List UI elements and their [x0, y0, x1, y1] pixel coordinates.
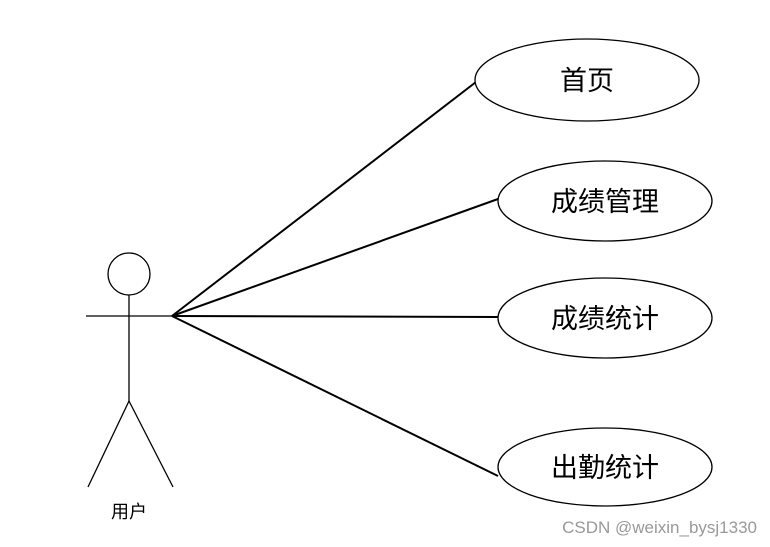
actor-label: 用户	[111, 502, 147, 523]
association-line-attendance-statistics	[171, 315, 499, 477]
use-case-ellipse	[497, 427, 713, 507]
use-case-ellipse	[497, 160, 713, 242]
use-case-score-management: 成绩管理	[497, 160, 713, 242]
actor-right-leg	[128, 400, 174, 488]
association-line-score-statistics	[171, 315, 499, 318]
association-line-score-management	[171, 198, 499, 317]
association-line-home	[171, 81, 477, 317]
use-case-label-attendance-statistics: 出勤统计	[551, 453, 659, 484]
actor-left-leg	[87, 400, 130, 488]
watermark-text: CSDN @weixin_bysj1330	[562, 518, 757, 537]
associations	[171, 81, 499, 477]
use-case-label-home: 首页	[560, 66, 614, 97]
actor-user: 用户	[86, 252, 174, 523]
use-case-label-score-management: 成绩管理	[551, 187, 659, 218]
actor-head	[107, 252, 151, 296]
use-case-home: 首页	[474, 38, 700, 122]
use-case-score-statistics: 成绩统计	[497, 277, 713, 359]
use-case-ellipse	[474, 38, 700, 122]
use-case-attendance-statistics: 出勤统计	[497, 427, 713, 507]
use-case-label-score-statistics: 成绩统计	[551, 304, 659, 335]
use-case-ellipse	[497, 277, 713, 359]
